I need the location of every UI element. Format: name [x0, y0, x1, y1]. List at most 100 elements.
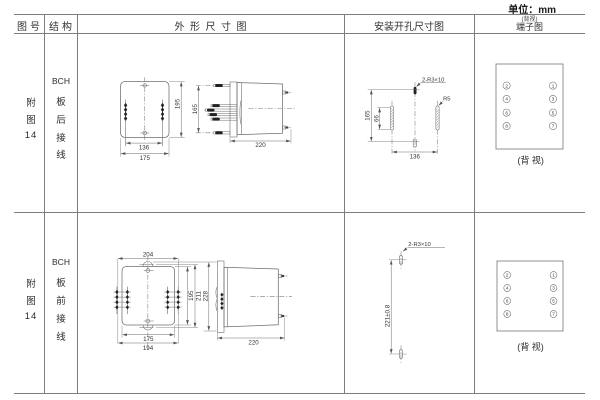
terminal-pin-number: 2 — [505, 83, 508, 88]
row2-outline-drawing: 204 — [113, 251, 292, 352]
drawing-line — [166, 305, 170, 310]
drawing-line — [166, 294, 170, 300]
dim-slot-length: 66 — [373, 115, 380, 122]
dim-depth: 220 — [255, 142, 266, 149]
drawing-line — [166, 300, 170, 305]
drawing-line — [160, 102, 165, 108]
terminal-pin-number: 4 — [505, 97, 508, 102]
drawing-line — [176, 294, 180, 300]
terminal-slot-left — [390, 105, 394, 131]
terminal-studs-side — [204, 84, 238, 135]
dimension-line — [438, 100, 444, 106]
drawing-line — [125, 305, 129, 310]
row1-side-view: 165 220 — [192, 81, 296, 149]
dim-front-height: 195 — [175, 98, 182, 109]
row1-structure-char: 线 — [56, 150, 66, 161]
terminal-pin-number: 5 — [552, 299, 555, 304]
row1-structure-char: 板 — [56, 97, 66, 108]
dimension-line — [416, 83, 446, 87]
drawing-line — [123, 116, 128, 121]
centerline — [195, 85, 214, 134]
terminal-pin-number: 4 — [506, 286, 509, 291]
table-border-bottom — [14, 393, 585, 394]
row2-structure-model: BCH — [52, 257, 70, 267]
extension-line — [389, 259, 407, 355]
drawing-line — [115, 300, 119, 305]
terminal-pin-circle — [549, 81, 557, 90]
dim-plate-height: 211 — [195, 291, 202, 301]
drawing-line — [166, 289, 170, 295]
row1-structure-model: BCH — [52, 76, 70, 86]
row2-figure-number: 14 — [24, 311, 38, 322]
terminal-pin-circle — [502, 108, 511, 117]
mounting-slot-bottom — [412, 138, 417, 148]
mounting-plate-side — [229, 81, 238, 138]
drawing-line — [220, 305, 224, 310]
row1-outline-drawing: 195 136 175 — [120, 77, 296, 162]
dim-front-width: 175 — [140, 155, 151, 162]
drawing-line — [220, 301, 224, 306]
dim-plate-width: 194 — [143, 345, 154, 352]
stud-mark — [212, 104, 220, 108]
header-install-holes: 安装开孔尺寸图 — [374, 22, 444, 33]
relay-cover-front — [121, 266, 175, 326]
drawing-line — [176, 305, 180, 310]
mounting-slot-top — [413, 86, 417, 95]
slot-hatch — [436, 108, 439, 128]
header-figure-no: 图号 — [17, 22, 43, 33]
drawing-line — [220, 292, 224, 297]
terminal-view-caption: (背 视) — [517, 154, 544, 165]
drawing-line — [123, 111, 128, 117]
screw-tip — [285, 126, 289, 129]
row2-structure-char: 线 — [56, 332, 66, 343]
terminal-pin-circle — [549, 108, 557, 117]
drawing-line — [125, 300, 129, 305]
header-terminal-note: (背视) — [521, 17, 538, 23]
unit-label: 单位：mm — [508, 5, 556, 16]
drawing-line — [123, 102, 128, 108]
terminal-pin-number: 8 — [505, 124, 508, 129]
terminal-view-caption: (背 视) — [517, 341, 544, 352]
row1-structure-char: 接 — [56, 133, 66, 144]
column-divider-install-terminal — [474, 14, 475, 394]
cover-screws-side — [282, 90, 291, 130]
row1-terminal-drawing: 2 4 6 8 1 3 5 7 (背 视) — [495, 63, 564, 165]
terminal-pin-number: 3 — [552, 286, 555, 291]
terminal-studs-side — [220, 292, 224, 310]
row2-structure-char: 接 — [56, 314, 66, 325]
header-structure: 结构 — [49, 22, 75, 33]
label-mounting-holes: 2-R3×10 — [408, 242, 430, 248]
extension-line — [120, 138, 170, 157]
row2-install-drawing: 221±0.8 2-R3×10 — [384, 242, 445, 364]
row2-figure-char: 图 — [26, 296, 36, 307]
terminal-pin-circle — [549, 284, 558, 292]
column-divider-figure-structure — [44, 14, 45, 394]
terminal-pin-circle — [503, 271, 511, 279]
extension-line — [121, 325, 175, 338]
label-mounting-holes: 2-R3×10 — [422, 77, 444, 83]
terminal-pin-number: 5 — [552, 110, 555, 115]
terminal-pin-circle — [503, 284, 511, 292]
table-row-separator — [14, 212, 585, 213]
drawing-line — [160, 107, 165, 113]
stud-mark — [215, 84, 223, 87]
terminal-block-outline — [496, 260, 564, 332]
drawing-line — [125, 294, 129, 300]
terminal-pin-circle — [502, 95, 511, 103]
extension-line — [217, 317, 285, 341]
dim-hole-spacing: 221±0.8 — [384, 304, 391, 327]
cover-screws-side — [277, 274, 288, 318]
dim-terminal-span: 136 — [139, 145, 150, 152]
row2-side-view: 220 — [215, 260, 292, 346]
row2-front-view: 204 — [113, 251, 217, 352]
terminal-pin-number: 1 — [552, 273, 555, 278]
dim-side-height: 165 — [192, 103, 199, 114]
row1-front-view: 195 136 175 — [120, 77, 185, 162]
slot-hatch — [390, 108, 394, 128]
row2-structure-char: 前 — [56, 296, 66, 307]
dimension-line — [403, 247, 445, 251]
stud-mark — [215, 131, 223, 135]
terminal-pin-circle — [549, 271, 558, 279]
terminal-pin-circle — [549, 310, 558, 318]
label-slot-radius: R5 — [443, 96, 450, 102]
